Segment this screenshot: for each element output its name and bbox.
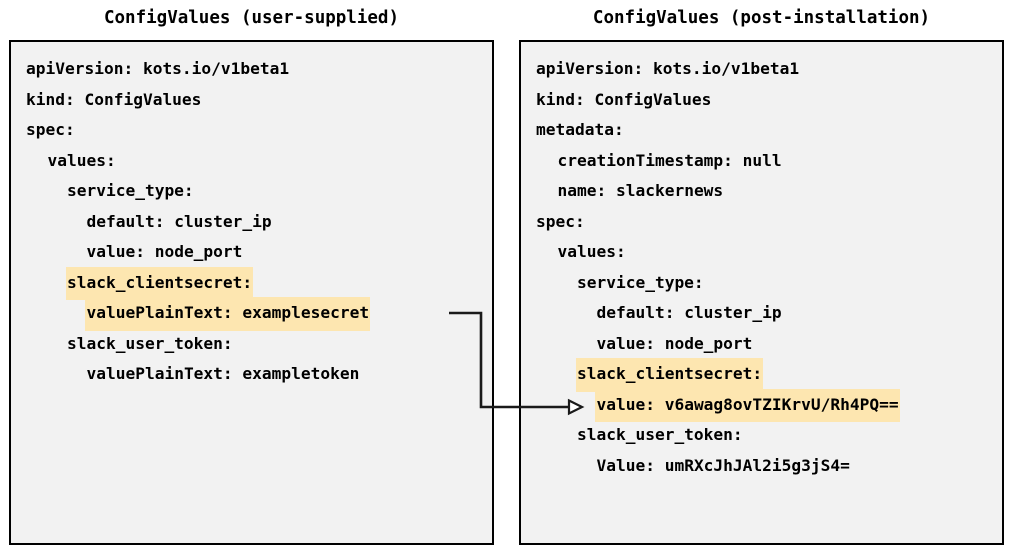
yaml-line: service_type: (11, 175, 492, 206)
yaml-indent (25, 328, 66, 362)
yaml-text: slack_user_token: (576, 425, 743, 444)
yaml-line: Value: umRXcJhJAl2i5g3jS4= (521, 450, 1002, 481)
yaml-text: value: node_port (596, 333, 753, 353)
yaml-line: slack_user_token: (11, 328, 492, 359)
yaml-indent (535, 389, 595, 423)
yaml-line: default: cluster_ip (521, 297, 1002, 328)
yaml-line: kind: ConfigValues (11, 84, 492, 115)
yaml-indent (535, 419, 576, 453)
yaml-indent (25, 175, 66, 209)
yaml-text: slack_user_token: (66, 333, 233, 353)
yaml-text: kind: ConfigValues (536, 89, 712, 109)
yaml-line: slack_clientsecret: (11, 266, 492, 301)
yaml-text: Value: umRXcJhJAl2i5g3jS4= (596, 455, 850, 475)
yaml-indent (535, 328, 595, 362)
yaml-indent (535, 145, 557, 179)
yaml-text: service_type: (66, 181, 194, 200)
yaml-line: value: node_port (521, 328, 1002, 359)
yaml-line: default: cluster_ip (11, 206, 492, 237)
yaml-indent (25, 297, 85, 331)
yaml-text: name: slackernews (557, 181, 724, 200)
yaml-text: metadata: (536, 120, 624, 139)
yaml-text: default: cluster_ip (86, 211, 272, 231)
yaml-line: valuePlainText: examplesecret (11, 297, 492, 331)
yaml-indent (535, 358, 576, 392)
yaml-line: slack_user_token: (521, 419, 1002, 450)
yaml-text: kind: ConfigValues (26, 89, 202, 109)
yaml-text: apiVersion: kots.io/v1beta1 (26, 59, 290, 78)
yaml-line: name: slackernews (521, 175, 1002, 206)
yaml-indent (535, 236, 557, 270)
yaml-indent (535, 175, 557, 209)
yaml-indent (25, 358, 85, 392)
yaml-highlighted-text: value: v6awag8ovTZIKrvU/Rh4PQ== (595, 388, 900, 422)
yaml-text: apiVersion: kots.io/v1beta1 (536, 59, 800, 78)
yaml-line: spec: (521, 206, 1002, 237)
yaml-line: value: v6awag8ovTZIKrvU/Rh4PQ== (521, 388, 1002, 423)
yaml-text: spec: (536, 211, 585, 231)
yaml-text: valuePlainText: exampletoken (86, 364, 360, 383)
yaml-indent (25, 206, 85, 240)
yaml-line: apiVersion: kots.io/v1beta1 (11, 53, 492, 84)
yaml-highlighted-text: slack_clientsecret: (575, 358, 764, 392)
yaml-line: service_type: (521, 267, 1002, 298)
yaml-indent (535, 450, 595, 484)
yaml-code-block-post-installation: apiVersion: kots.io/v1beta1 kind: ConfigV… (521, 53, 1002, 480)
panel-title-user-supplied: ConfigValues (user-supplied) (103, 8, 399, 28)
panel-title-post-installation: ConfigValues (post-installation) (592, 8, 931, 28)
yaml-line: creationTimestamp: null (521, 145, 1002, 176)
yaml-text: values: (47, 150, 116, 170)
yaml-line: values: (11, 145, 492, 176)
yaml-line: kind: ConfigValues (521, 84, 1002, 115)
yaml-indent (25, 145, 47, 179)
yaml-text: service_type: (576, 272, 704, 292)
yaml-line: metadata: (521, 114, 1002, 145)
yaml-indent (25, 267, 66, 301)
yaml-highlighted-text: valuePlainText: examplesecret (85, 297, 371, 331)
yaml-text: value: node_port (86, 242, 243, 261)
yaml-line: values: (521, 236, 1002, 267)
yaml-line: apiVersion: kots.io/v1beta1 (521, 53, 1002, 84)
yaml-line: slack_clientsecret: (521, 358, 1002, 392)
yaml-line: valuePlainText: exampletoken (11, 358, 492, 389)
yaml-indent (535, 267, 576, 301)
yaml-indent (535, 297, 595, 331)
yaml-text: default: cluster_ip (596, 303, 782, 322)
yaml-line: spec: (11, 114, 492, 145)
yaml-highlighted-text: slack_clientsecret: (65, 266, 254, 300)
yaml-line: value: node_port (11, 236, 492, 267)
config-values-panel-user-supplied: apiVersion: kots.io/v1beta1 kind: ConfigV… (9, 40, 494, 545)
config-values-panel-post-installation: apiVersion: kots.io/v1beta1 kind: ConfigV… (519, 40, 1004, 545)
yaml-text: values: (557, 242, 626, 261)
yaml-text: spec: (26, 120, 75, 139)
yaml-indent (25, 236, 85, 270)
yaml-text: creationTimestamp: null (557, 150, 782, 170)
yaml-code-block-user-supplied: apiVersion: kots.io/v1beta1 kind: ConfigV… (11, 53, 492, 389)
